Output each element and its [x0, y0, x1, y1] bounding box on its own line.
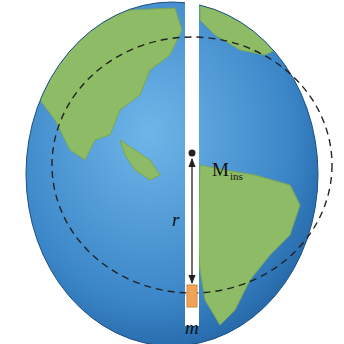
mass-label: m [185, 318, 199, 337]
dashed-radius-circle [52, 37, 332, 293]
radius-label: r [172, 210, 179, 229]
mass-symbol: M [212, 160, 229, 179]
tunnel [185, 0, 199, 326]
mass-block [187, 285, 197, 307]
mass-subscript: ins [230, 171, 243, 182]
land [30, 5, 320, 325]
radius-arrow [191, 159, 192, 283]
globe [26, 2, 318, 344]
globe-outline [26, 2, 318, 344]
center-dot [189, 150, 196, 157]
